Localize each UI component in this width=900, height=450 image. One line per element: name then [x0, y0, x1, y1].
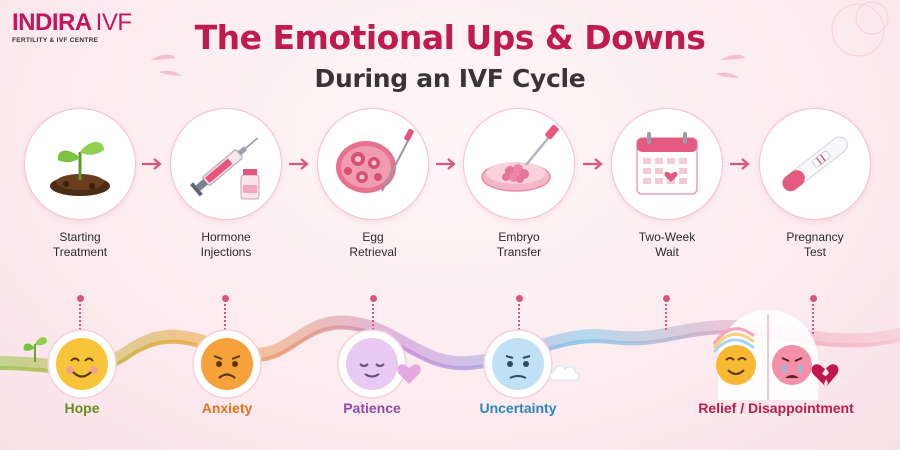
step-label: Starting Treatment — [52, 230, 108, 259]
calendar-icon — [636, 132, 698, 195]
connector-dot — [370, 295, 377, 302]
emotion-label-uncertainty: Uncertainty — [479, 400, 557, 416]
step-circle — [463, 108, 575, 220]
connector-line — [812, 300, 814, 334]
step-circle — [170, 108, 282, 220]
relieved-and-crying-face-icon — [712, 310, 818, 400]
connector-line — [79, 300, 81, 330]
emotion-label-patience: Patience — [343, 400, 401, 416]
arrow-right-icon — [142, 158, 162, 170]
connector-dot — [77, 295, 84, 302]
emotion-label-anxiety: Anxiety — [201, 400, 253, 416]
connector-dot — [810, 295, 817, 302]
step-starting-treatment: Starting Treatment — [16, 108, 144, 260]
calm-face-icon — [337, 329, 407, 399]
emotion-label-hope: Hope — [64, 400, 100, 416]
cloud-icon — [549, 365, 580, 381]
sprout-icon — [23, 337, 48, 362]
connector-dot — [663, 295, 670, 302]
connector-line — [665, 300, 667, 330]
step-pregnancy-test: Pregnancy Test — [751, 108, 879, 260]
step-hormone-injections: Hormone Injections — [162, 108, 290, 260]
step-label: Two-Week Wait — [638, 230, 696, 259]
seedling-icon — [50, 142, 110, 196]
arrow-right-icon — [730, 158, 750, 170]
step-circle — [24, 108, 136, 220]
arrow-right-icon — [436, 158, 456, 170]
arrow-right-icon — [583, 158, 603, 170]
ovary-icon — [336, 128, 414, 193]
uncertain-face-icon — [483, 329, 553, 399]
step-label: Hormone Injections — [200, 230, 252, 259]
connector-line — [224, 300, 226, 330]
connector-dot — [516, 295, 523, 302]
step-circle — [317, 108, 429, 220]
page-title: The Emotional Ups & Downs — [194, 18, 706, 57]
smiling-face-icon — [47, 329, 117, 399]
connector-line — [518, 300, 520, 330]
step-circle — [611, 108, 723, 220]
arrow-right-icon — [289, 158, 309, 170]
step-circle — [759, 108, 871, 220]
emotion-label-relief-disappointment: Relief / Disappointment — [698, 400, 854, 416]
worried-face-icon — [192, 329, 262, 399]
connector-line — [372, 300, 374, 330]
pregnancy-test-icon — [782, 136, 848, 192]
step-label: Egg Retrieval — [349, 230, 397, 259]
connector-dot — [222, 295, 229, 302]
step-label: Embryo Transfer — [496, 230, 542, 259]
step-egg-retrieval: Egg Retrieval — [309, 108, 437, 260]
step-two-week-wait: Two-Week Wait — [603, 108, 731, 260]
step-label: Pregnancy Test — [786, 230, 844, 259]
heart-icon — [397, 364, 421, 384]
step-embryo-transfer: Embryo Transfer — [455, 108, 583, 260]
page-subtitle: During an IVF Cycle — [314, 64, 586, 93]
petri-dish-icon — [481, 124, 559, 192]
broken-heart-icon — [811, 364, 839, 386]
logo-tagline: FERTILITY & IVF CENTRE — [12, 37, 99, 44]
syringe-icon — [190, 137, 260, 200]
